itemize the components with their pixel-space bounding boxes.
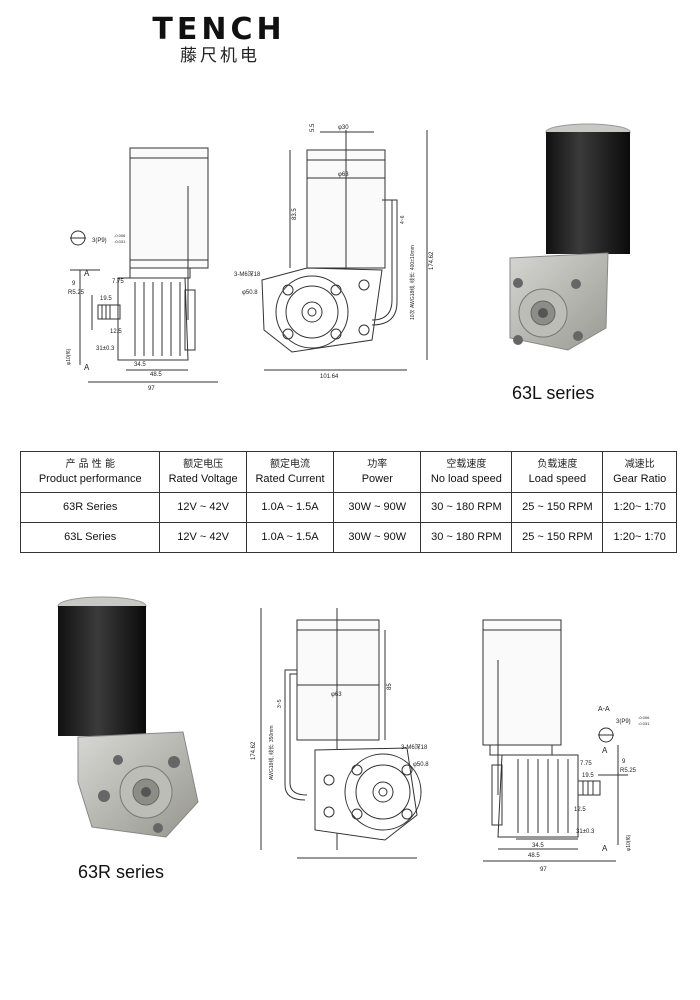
cell-product: 63L Series — [19, 522, 161, 553]
dim-174-62-r: 174.62 — [251, 741, 257, 760]
dim-5-5: 5.5 — [310, 123, 316, 132]
dim-97-r: 97 — [540, 867, 547, 873]
dim-48-5-r: 48.5 — [528, 853, 540, 859]
dim-m6-r: 3-M6深18 — [401, 743, 428, 751]
front-view-drawing-63l: φ30 5.5 φ63 83.5 174.62 10次 AWG18线, 线长: … — [234, 123, 435, 380]
dim-9: 9 — [72, 281, 76, 287]
side-view-drawing-63l: 3(P9) -0.006 -0.031 A A 9 R5.25 19.5 12.… — [66, 147, 218, 392]
dim-174-62: 174.62 — [429, 251, 435, 270]
cell-current: 1.0A ~ 1.5A — [245, 492, 335, 523]
dim-4-6: 4~6 — [400, 215, 406, 224]
dim-31-r: 31±0.3 — [576, 829, 595, 835]
dim-19-5-r: 19.5 — [582, 773, 594, 779]
motor-photo-63l — [509, 123, 631, 351]
table-row: 63L Series 12V ~ 42V 1.0A ~ 1.5A 30W ~ 9… — [19, 522, 677, 553]
motor-photo-63r — [57, 596, 199, 838]
front-view-drawing-63r: φ63 85 174.62 AWG18线, 线长: 350mm 3~5 3-M6… — [251, 608, 429, 859]
dim-85: 85 — [387, 683, 393, 690]
dim-19-5: 19.5 — [100, 296, 112, 302]
dim-3-5: 3~5 — [277, 699, 283, 708]
table-row: 63R Series 12V ~ 42V 1.0A ~ 1.5A 30W ~ 9… — [19, 492, 677, 523]
dim-97: 97 — [148, 386, 155, 392]
cell-power: 30W ~ 90W — [333, 522, 422, 553]
dim-phi63: φ63 — [338, 172, 349, 178]
cell-current: 1.0A ~ 1.5A — [245, 522, 335, 553]
brand-logo: TENCH — [152, 12, 286, 47]
dim-7-75-r: 7.75 — [580, 761, 592, 767]
dim-31: 31±0.3 — [96, 346, 115, 352]
dim-phi63-r: φ63 — [331, 692, 342, 698]
dim-shaft-r: φ10(f6) — [626, 834, 632, 851]
dim-m6: 3-M6深18 — [234, 270, 261, 278]
dim-r525: R5.25 — [68, 290, 85, 296]
cell-product: 63R Series — [19, 492, 161, 523]
dim-a-bottom: A — [84, 363, 90, 372]
dim-phi50-8: φ50.8 — [242, 290, 258, 296]
cell-no-load-speed: 30 ~ 180 RPM — [420, 492, 513, 523]
dim-r525-r: R5.25 — [620, 768, 637, 774]
dim-9-r: 9 — [622, 759, 626, 765]
cell-gear-ratio: 1:20~ 1:70 — [602, 492, 677, 523]
cell-voltage: 12V ~ 42V — [159, 492, 247, 523]
cell-gear-ratio: 1:20~ 1:70 — [602, 522, 677, 553]
dim-wire-l: 10次 AWG18线, 线长: 400±10mm — [409, 245, 416, 320]
dim-tol1-r: -0.006 — [638, 715, 650, 720]
dim-83-5: 83.5 — [292, 208, 298, 220]
series-label-63l: 63L series — [512, 383, 595, 403]
dim-tol2: -0.031 — [114, 239, 126, 244]
cell-load-speed: 25 ~ 150 RPM — [511, 522, 604, 553]
dim-12-5: 12.5 — [110, 329, 122, 335]
dim-shaft: φ10(f6) — [66, 348, 72, 365]
dim-34-5: 34.5 — [134, 362, 146, 368]
cell-no-load-speed: 30 ~ 180 RPM — [420, 522, 513, 553]
series-label-63r: 63R series — [78, 862, 165, 882]
dim-a-bottom-r: A — [602, 844, 608, 853]
dim-tol2-r: -0.031 — [638, 721, 650, 726]
dim-7-75: 7.75 — [112, 279, 124, 285]
dim-key: 3(P9) — [92, 238, 107, 244]
dim-48-5: 48.5 — [150, 372, 162, 378]
brand-header: TENCH 藤尺机电 — [144, 12, 294, 67]
dim-34-5-r: 34.5 — [532, 843, 544, 849]
brand-subtitle: 藤尺机电 — [180, 46, 260, 66]
dim-a-top-r: A — [602, 746, 608, 755]
dim-101-64: 101.64 — [320, 374, 339, 380]
dim-tol1: -0.006 — [114, 233, 126, 238]
dim-12-5-r: 12.5 — [574, 807, 586, 813]
dim-phi30: φ30 — [338, 125, 349, 131]
dim-a-top: A — [84, 269, 90, 278]
cell-voltage: 12V ~ 42V — [159, 522, 247, 553]
dim-aa: A-A — [598, 706, 610, 713]
side-view-drawing-63r: A-A 3(P9) -0.006 -0.031 A A 7.75 9 R5.25… — [482, 619, 650, 873]
dim-phi50-8-r: φ50.8 — [413, 762, 429, 768]
dim-key-r: 3(P9) — [616, 719, 631, 725]
cell-power: 30W ~ 90W — [333, 492, 422, 523]
dim-wire-r: AWG18线, 线长: 350mm — [268, 725, 275, 780]
cell-load-speed: 25 ~ 150 RPM — [511, 492, 604, 523]
